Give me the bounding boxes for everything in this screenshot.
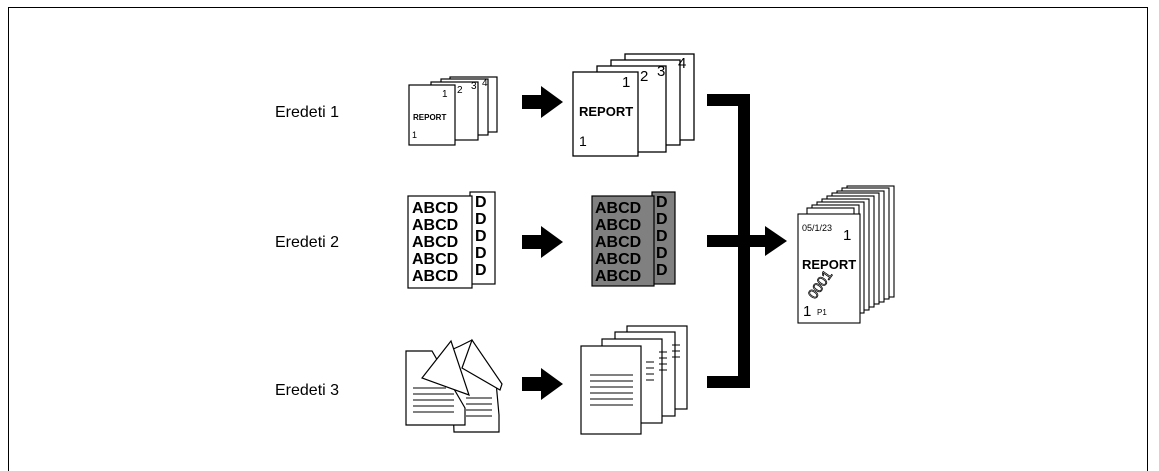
abcd-edge-3: D [475, 228, 487, 245]
abcd-edge-2: D [475, 211, 487, 228]
page-number-1-large: 1 [622, 74, 630, 91]
report-text-small: REPORT [413, 113, 446, 122]
gray-abcd-edge-5: D [656, 262, 668, 279]
gray-abcd-edge-4: D [656, 245, 668, 262]
gray-abcd-line-5: ABCD [595, 268, 641, 285]
abcd-line-2: ABCD [412, 217, 458, 234]
arrow-row-3 [522, 368, 563, 400]
page-number-4: 4 [482, 78, 488, 89]
gray-abcd-line-2: ABCD [595, 217, 641, 234]
original-1-stack [408, 76, 498, 146]
original-3-text-lines [413, 387, 492, 417]
output-date: 05/1/23 [802, 223, 832, 233]
arrow-row-1 [522, 86, 563, 118]
page-number-1-large-bottom: 1 [579, 133, 587, 149]
combined-output-stack [797, 185, 895, 324]
abcd-line-4: ABCD [412, 251, 458, 268]
page-number-3-large: 3 [657, 63, 665, 80]
output-report-text: REPORT [802, 257, 856, 272]
gray-abcd-edge-1: D [656, 194, 668, 211]
gray-abcd-line-3: ABCD [595, 234, 641, 251]
page-number-3: 3 [471, 81, 477, 92]
row-label-eredeti-1: Eredeti 1 [275, 104, 340, 121]
page-number-2: 2 [457, 85, 463, 96]
abcd-edge-5: D [475, 262, 487, 279]
output-page-number: 1 [843, 227, 851, 244]
gray-abcd-line-4: ABCD [595, 251, 641, 268]
abcd-line-3: ABCD [412, 234, 458, 251]
abcd-edge-4: D [475, 245, 487, 262]
original-3-folded-pages [405, 338, 503, 433]
original-2-stack: D D D D D ABCD ABCD ABCD ABCD ABCD [407, 191, 496, 289]
page-number-2-large: 2 [640, 68, 648, 85]
diagram-frame [8, 7, 1148, 471]
page-number-1-bottom: 1 [412, 130, 417, 140]
gray-abcd-line-1: ABCD [595, 200, 641, 217]
report-text-large: REPORT [579, 104, 633, 119]
gray-abcd-edge-2: D [656, 211, 668, 228]
gray-abcd-edge-3: D [656, 228, 668, 245]
abcd-line-5: ABCD [412, 268, 458, 285]
row-label-eredeti-2: Eredeti 2 [275, 234, 340, 251]
abcd-edge-1: D [475, 194, 487, 211]
row-label-eredeti-3: Eredeti 3 [275, 382, 340, 399]
processed-1-stack [572, 53, 695, 157]
output-page-number-bottom: 1 [803, 303, 811, 320]
arrow-row-2 [522, 226, 563, 258]
combine-bracket [707, 94, 787, 388]
page-number-1: 1 [442, 89, 448, 100]
processed-3-stack [580, 325, 688, 435]
processed-2-stack: D D D D D ABCD ABCD ABCD ABCD ABCD [591, 191, 676, 287]
output-page-label: P1 [817, 308, 827, 317]
processed-3-text-lines [590, 344, 680, 406]
page-number-4-large: 4 [678, 55, 686, 72]
abcd-line-1: ABCD [412, 200, 458, 217]
